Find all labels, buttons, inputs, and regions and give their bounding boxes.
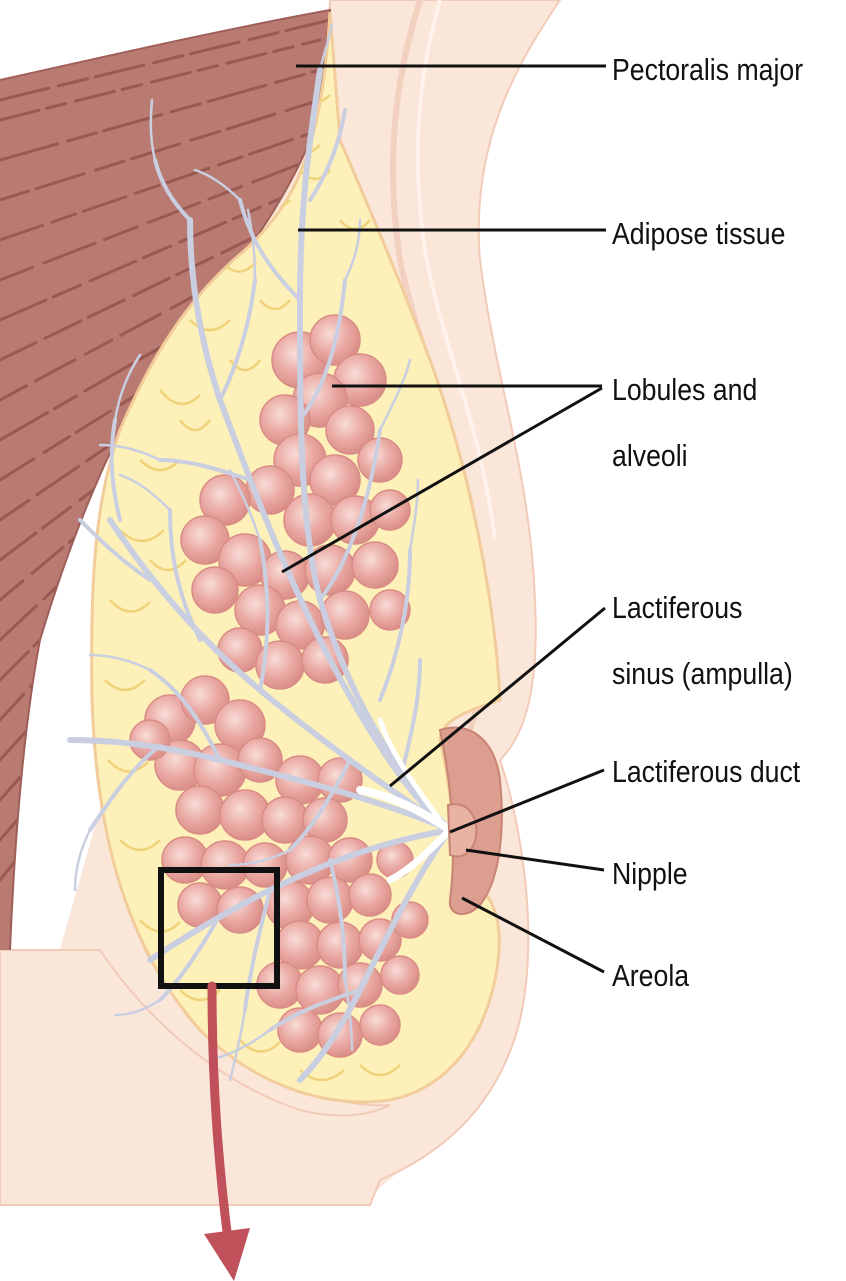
label-sinus-line1: Lactiferous [612, 586, 742, 630]
label-nipple: Nipple [612, 852, 688, 896]
label-sinus-line2: sinus (ampulla) [612, 652, 793, 696]
label-adipose-tissue: Adipose tissue [612, 212, 785, 256]
label-areola: Areola [612, 954, 689, 998]
label-pectoralis-major: Pectoralis major [612, 48, 803, 92]
label-lobules-line2: alveoli [612, 434, 688, 478]
label-lobules-line1: Lobules and [612, 368, 757, 412]
label-lactiferous-duct: Lactiferous duct [612, 750, 800, 794]
